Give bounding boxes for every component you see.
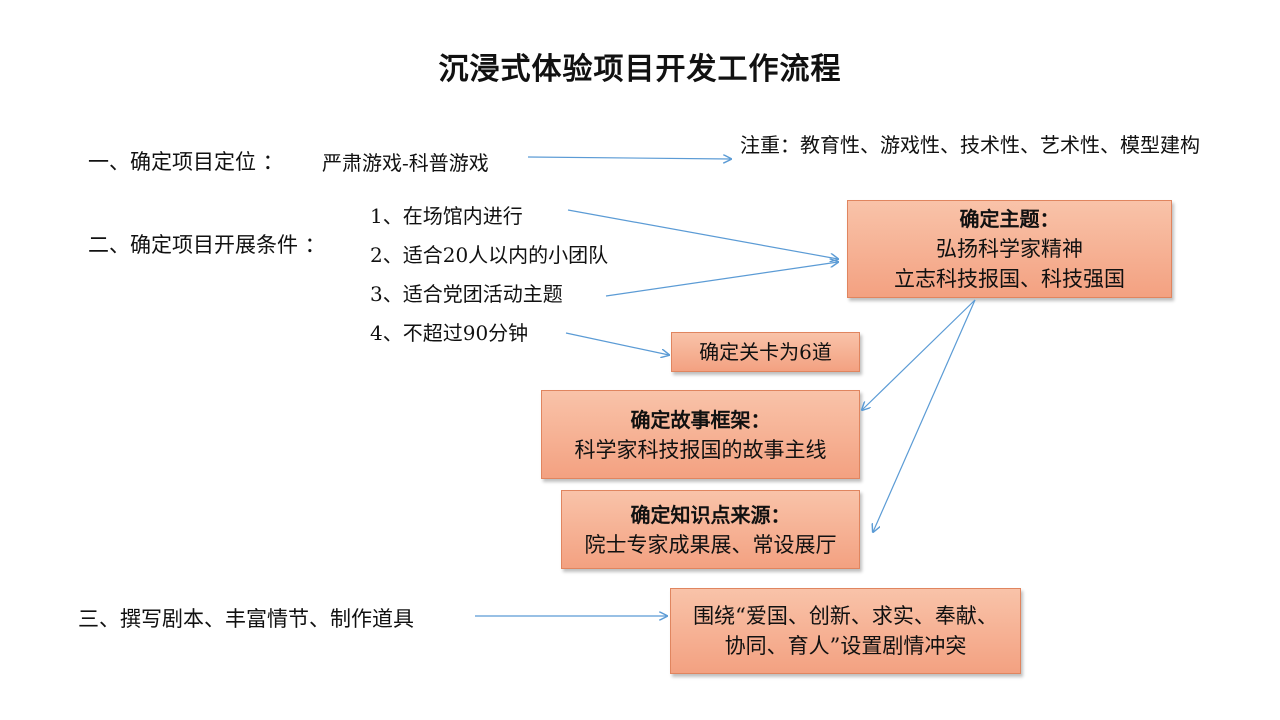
theme-box-line-2: 立志科技报国、科技强国 <box>894 267 1125 291</box>
condition-item-1: 1、在场馆内进行 <box>370 204 523 228</box>
story-box-line-1: 科学家科技报国的故事主线 <box>574 437 827 462</box>
condition-item-4: 4、不超过90分钟 <box>370 321 529 345</box>
knowledge-box-heading: 确定知识点来源： <box>630 502 791 527</box>
story-box-heading: 确定故事框架： <box>630 407 771 432</box>
knowledge-box: 确定知识点来源： 院士专家成果展、常设展厅 <box>561 490 860 569</box>
step-one-value: 严肃游戏-科普游戏 <box>322 151 489 175</box>
page-title: 沉浸式体验项目开发工作流程 <box>438 52 842 87</box>
arrow-positioning-to-note <box>527 157 731 159</box>
levels-box-text: 确定关卡为6道 <box>699 340 832 364</box>
conflict-box-line-1: 围绕“爱国、创新、求实、奉献、 <box>693 604 998 628</box>
knowledge-box-line-1: 院士专家成果展、常设展厅 <box>584 532 837 557</box>
theme-box: 确定主题： 弘扬科学家精神 立志科技报国、科技强国 <box>847 200 1172 298</box>
condition-item-2: 2、适合20人以内的小团队 <box>370 243 609 267</box>
step-three-label: 三、撰写剧本、丰富情节、制作道具 <box>78 607 414 631</box>
arrow-condition1-to-theme <box>567 209 838 259</box>
arrow-condition4-to-levels <box>565 332 669 355</box>
condition-item-3: 3、适合党团活动主题 <box>370 282 563 306</box>
focus-note: 注重：教育性、游戏性、技术性、艺术性、模型建构 <box>740 133 1200 157</box>
arrow-theme-to-knowledge <box>873 299 976 532</box>
levels-box: 确定关卡为6道 <box>671 332 860 372</box>
arrow-condition3-to-theme <box>605 262 838 297</box>
arrow-theme-to-story <box>862 299 976 410</box>
story-box: 确定故事框架： 科学家科技报国的故事主线 <box>541 390 860 479</box>
theme-box-line-1: 弘扬科学家精神 <box>936 237 1083 261</box>
conflict-box: 围绕“爱国、创新、求实、奉献、 协同、育人”设置剧情冲突 <box>670 588 1021 674</box>
step-one-label: 一、确定项目定位 ： <box>88 150 284 174</box>
theme-box-heading: 确定主题： <box>959 207 1060 231</box>
conflict-box-line-2: 协同、育人”设置剧情冲突 <box>724 634 967 658</box>
step-two-label: 二、确定项目开展条件 ： <box>88 233 326 257</box>
